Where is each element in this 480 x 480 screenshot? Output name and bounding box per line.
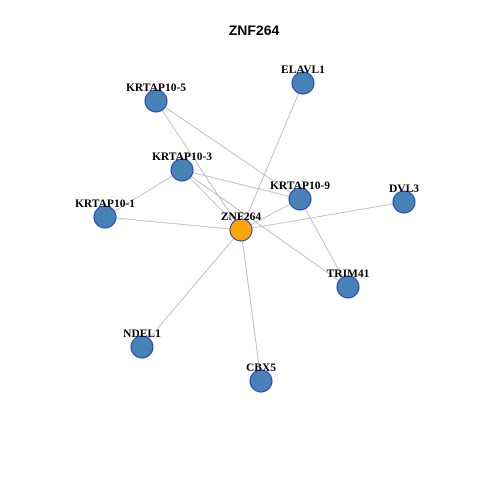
node-dvl3 (392, 190, 416, 214)
node-krtap10-3 (170, 158, 194, 182)
node-krtap10-1 (93, 205, 117, 229)
node-elavl1 (291, 71, 315, 95)
edge-znf264-krtap10-5 (155, 100, 242, 231)
edge-krtap10-5-krtap10-9 (155, 100, 301, 200)
node-trim41 (336, 275, 360, 299)
node-cbx5 (249, 369, 273, 393)
diagram-title: ZNF264 (229, 22, 280, 38)
node-layer (93, 71, 416, 393)
edge-znf264-krtap10-3 (181, 169, 242, 231)
node-label-krtap10-1: KRTAP10-1 (75, 198, 135, 210)
node-ndel1 (130, 335, 154, 359)
node-label-elavl1: ELAVL1 (281, 64, 325, 76)
node-krtap10-5 (144, 89, 168, 113)
edge-znf264-cbx5 (240, 229, 262, 382)
node-label-krtap10-9: KRTAP10-9 (270, 180, 330, 192)
node-label-krtap10-3: KRTAP10-3 (152, 151, 212, 163)
node-znf264 (229, 218, 253, 242)
edge-layer (104, 82, 405, 382)
edge-krtap10-9-trim41 (299, 198, 349, 288)
edge-krtap10-3-trim41 (181, 169, 349, 288)
edge-znf264-elavl1 (240, 82, 304, 231)
node-krtap10-9 (288, 187, 312, 211)
edge-znf264-dvl3 (240, 201, 405, 231)
node-label-cbx5: CBX5 (246, 362, 276, 374)
edge-krtap10-3-krtap10-9 (181, 169, 301, 200)
node-label-znf264: ZNF264 (221, 211, 262, 223)
node-label-trim41: TRIM41 (327, 268, 370, 280)
node-label-krtap10-5: KRTAP10-5 (126, 82, 186, 94)
edge-krtap10-3-krtap10-1 (104, 169, 183, 218)
edge-znf264-krtap10-1 (104, 216, 242, 231)
node-label-dvl3: DVL3 (389, 183, 419, 195)
node-label-ndel1: NDEL1 (123, 328, 161, 340)
edge-znf264-ndel1 (141, 229, 242, 348)
